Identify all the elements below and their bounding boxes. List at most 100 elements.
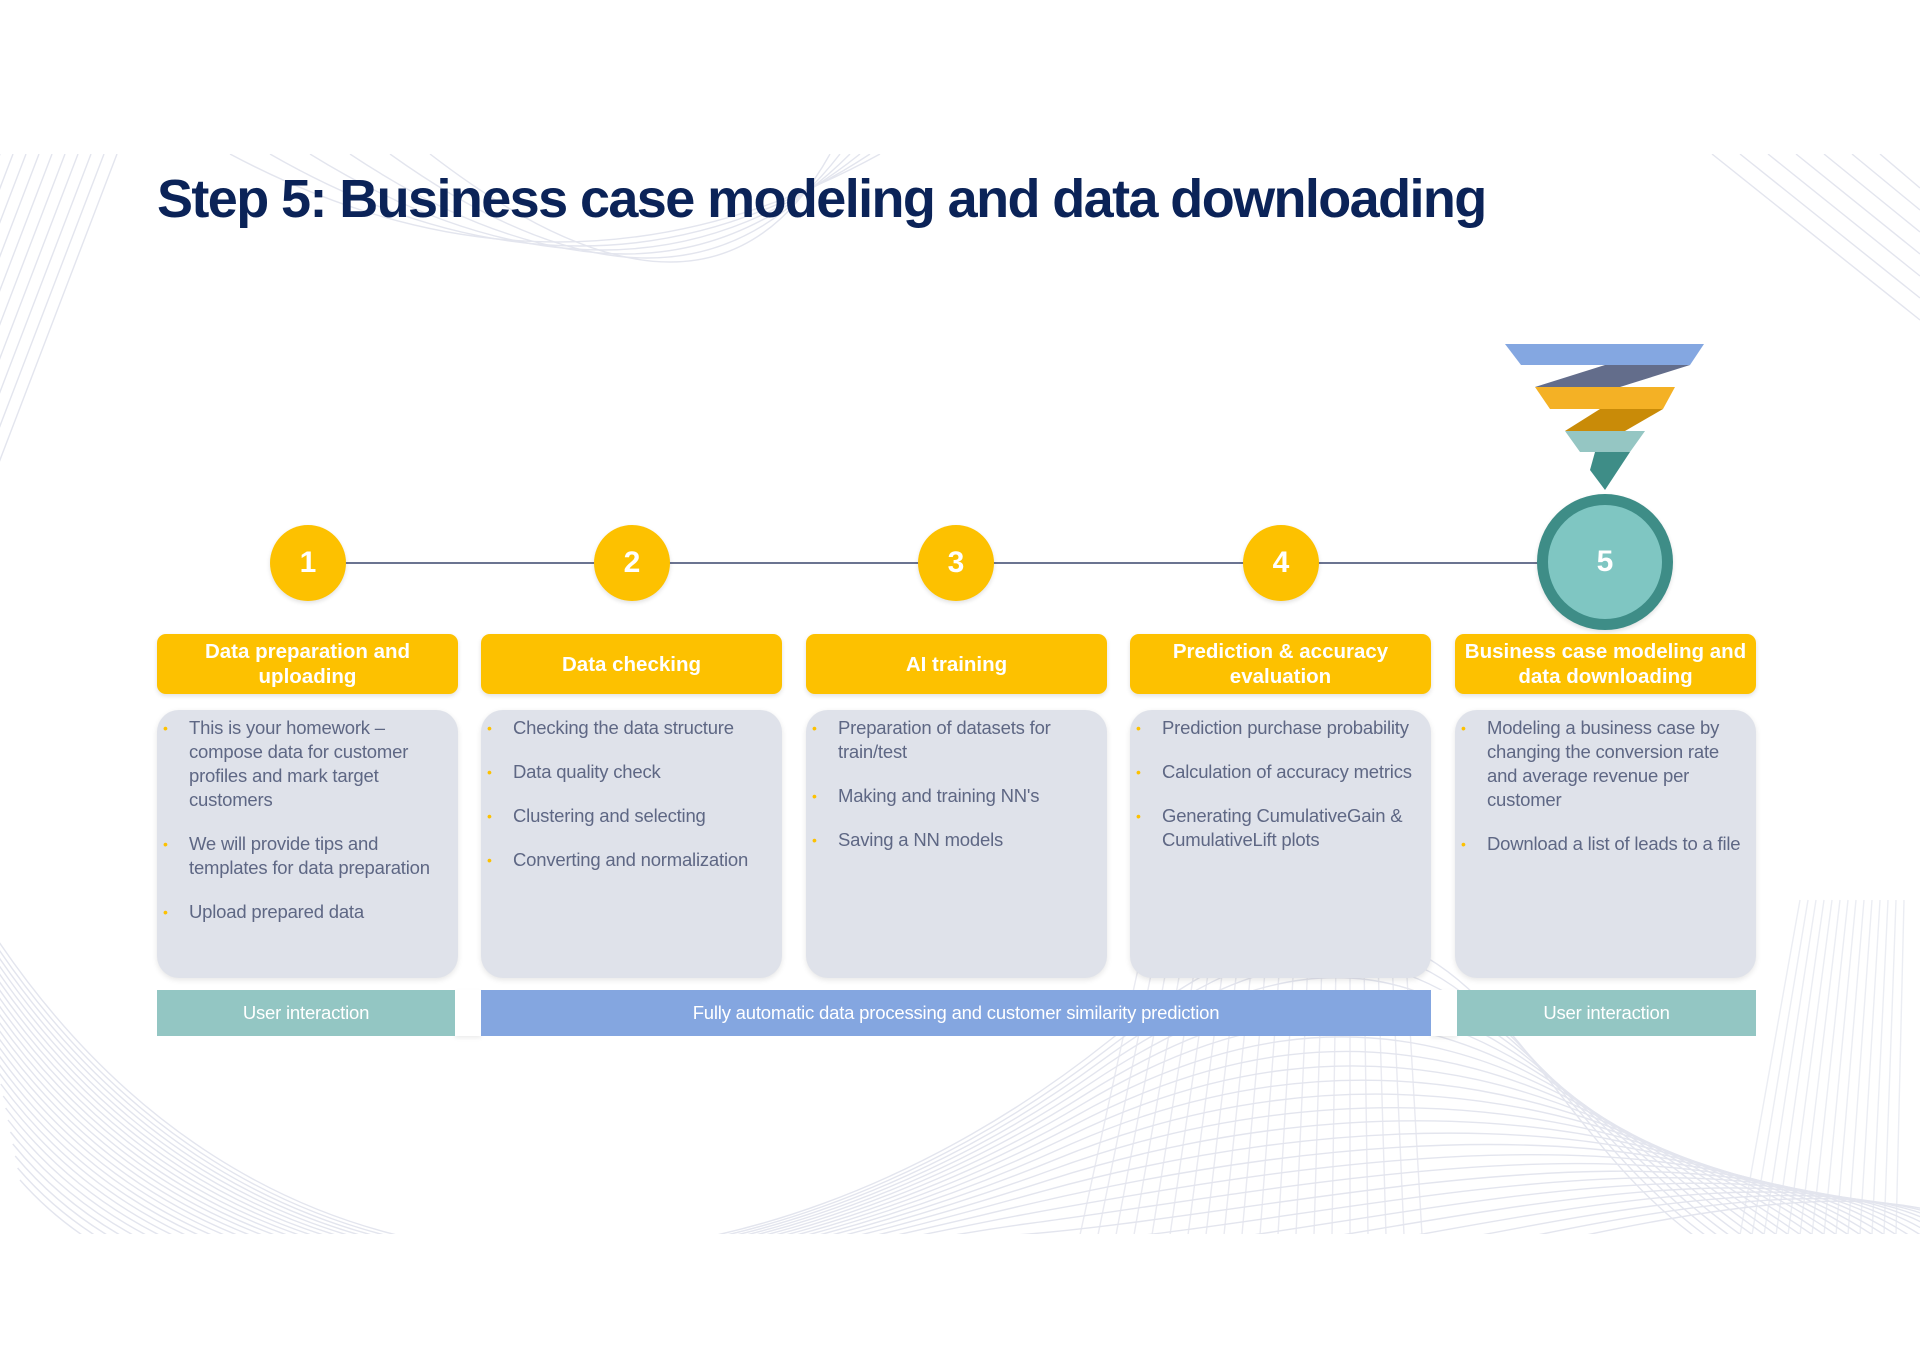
bullet-dot-icon: • <box>812 832 817 848</box>
bullet-dot-icon: • <box>487 764 492 780</box>
bullet-dot-icon: • <box>1136 720 1141 736</box>
decor-line <box>0 1072 1885 1234</box>
decor-line <box>0 154 79 360</box>
bullet-item: •Clustering and selecting <box>487 805 706 826</box>
decor-line <box>0 1038 1837 1234</box>
decor-line <box>12 1143 1920 1234</box>
step-4-circle: 4 <box>1243 525 1319 601</box>
decor-line <box>1739 154 1920 299</box>
decor-line <box>1751 899 1809 1234</box>
step-4-header: Prediction & accuracy evaluation <box>1130 634 1431 694</box>
decor-line <box>0 1064 1873 1234</box>
funnel-band-6 <box>1590 452 1630 490</box>
phase-bar-user-interaction-end: User interaction <box>1457 990 1756 1036</box>
decor-line <box>1775 899 1825 1234</box>
step-3-header: AI training <box>806 634 1107 694</box>
phase-bar-automatic-processing: Fully automatic data processing and cust… <box>481 990 1431 1036</box>
step-1-circle: 1 <box>270 525 346 601</box>
decor-line <box>14 1155 1920 1234</box>
step-4-bullet-list: •Prediction purchase probability •Calcul… <box>1136 716 1423 852</box>
step-5-header: Business case modeling and data download… <box>1455 634 1756 694</box>
decor-line <box>1895 899 1905 1234</box>
step-1-header: Data preparation and uploading <box>157 634 458 694</box>
bullet-item: •Modeling a business case by changing th… <box>1461 717 1720 810</box>
decor-line <box>0 1083 1896 1234</box>
phase-gap <box>455 990 481 1036</box>
decor-line <box>5 1107 1920 1234</box>
decor-line <box>0 154 118 462</box>
decor-line <box>1847 899 1873 1234</box>
bullet-item: •Checking the data structure <box>487 717 734 738</box>
decor-line <box>0 154 66 326</box>
bullet-item: •This is your homework – compose data fo… <box>163 717 409 810</box>
bullet-item: •Data quality check <box>487 761 661 782</box>
bullet-dot-icon: • <box>487 808 492 824</box>
bullet-item: •Download a list of leads to a file <box>1461 833 1741 854</box>
bullet-item: •Converting and normalization <box>487 849 749 870</box>
decor-line <box>0 154 27 224</box>
step-3-bullet-list: •Preparation of datasets for train/test … <box>812 716 1099 852</box>
decor-line <box>1823 899 1857 1234</box>
decor-line <box>1795 154 1920 255</box>
bullet-dot-icon: • <box>812 788 817 804</box>
bullet-item: •We will provide tips and templates for … <box>163 833 430 878</box>
bullet-dot-icon: • <box>163 720 168 736</box>
decor-line <box>1851 154 1920 211</box>
bullet-item: •Preparation of datasets for train/test <box>812 717 1051 762</box>
bullet-dot-icon: • <box>1461 720 1466 736</box>
decor-line <box>1811 899 1849 1234</box>
funnel-band-3 <box>1535 387 1675 409</box>
step-5-bullet-list: •Modeling a business case by changing th… <box>1461 716 1748 856</box>
step-2-header: Data checking <box>481 634 782 694</box>
funnel-band-2 <box>1535 365 1690 387</box>
phase-gap <box>1431 990 1457 1036</box>
decor-line <box>0 154 105 428</box>
step-5-details: •Modeling a business case by changing th… <box>1455 710 1756 978</box>
decor-line <box>7 1119 1920 1234</box>
decor-line <box>0 154 92 394</box>
decor-line <box>1799 899 1841 1234</box>
decor-line <box>0 154 40 258</box>
decor-line <box>1763 899 1817 1234</box>
decor-line <box>0 1055 1861 1234</box>
funnel-band-4 <box>1565 409 1663 431</box>
funnel-band-5 <box>1565 431 1645 452</box>
funnel-icon <box>1505 344 1704 490</box>
decor-line <box>1787 899 1833 1234</box>
step-4-details: •Prediction purchase probability •Calcul… <box>1130 710 1431 978</box>
bullet-item: •Prediction purchase probability <box>1136 717 1409 738</box>
bullet-dot-icon: • <box>1461 836 1466 852</box>
decor-line <box>2 1095 1908 1234</box>
bullet-item: •Calculation of accuracy metrics <box>1136 761 1412 782</box>
slide-title: Step 5: Business case modeling and data … <box>157 169 1487 229</box>
decor-line <box>1883 899 1897 1234</box>
decor-line <box>9 1131 1920 1234</box>
decor-line <box>0 154 14 190</box>
bullet-item: •Making and training NN's <box>812 785 1040 806</box>
step-2-details: •Checking the data structure •Data quali… <box>481 710 782 978</box>
bullet-dot-icon: • <box>163 904 168 920</box>
step-3-details: •Preparation of datasets for train/test … <box>806 710 1107 978</box>
funnel-band-1 <box>1505 344 1704 365</box>
decor-line <box>1879 154 1920 189</box>
decor-line <box>1767 154 1920 277</box>
decor-line <box>1711 154 1920 321</box>
step-2-circle: 2 <box>594 525 670 601</box>
step-3-circle: 3 <box>918 525 994 601</box>
bullet-dot-icon: • <box>1136 808 1141 824</box>
step-1-bullet-list: •This is your homework – compose data fo… <box>163 716 450 924</box>
bullet-dot-icon: • <box>163 836 168 852</box>
bullet-item: •Saving a NN models <box>812 829 1004 850</box>
bullet-dot-icon: • <box>487 720 492 736</box>
decor-line <box>0 1029 1825 1234</box>
decor-line <box>1859 899 1881 1234</box>
decor-line <box>0 1046 1849 1234</box>
decor-line <box>0 1021 1813 1234</box>
decor-line <box>1871 899 1889 1234</box>
step-2-bullet-list: •Checking the data structure •Data quali… <box>487 716 774 872</box>
phase-bar-user-interaction-start: User interaction <box>157 990 455 1036</box>
step-1-details: •This is your homework – compose data fo… <box>157 710 458 978</box>
bullet-dot-icon: • <box>487 852 492 868</box>
decor-line <box>0 973 1741 1234</box>
bullet-dot-icon: • <box>1136 764 1141 780</box>
